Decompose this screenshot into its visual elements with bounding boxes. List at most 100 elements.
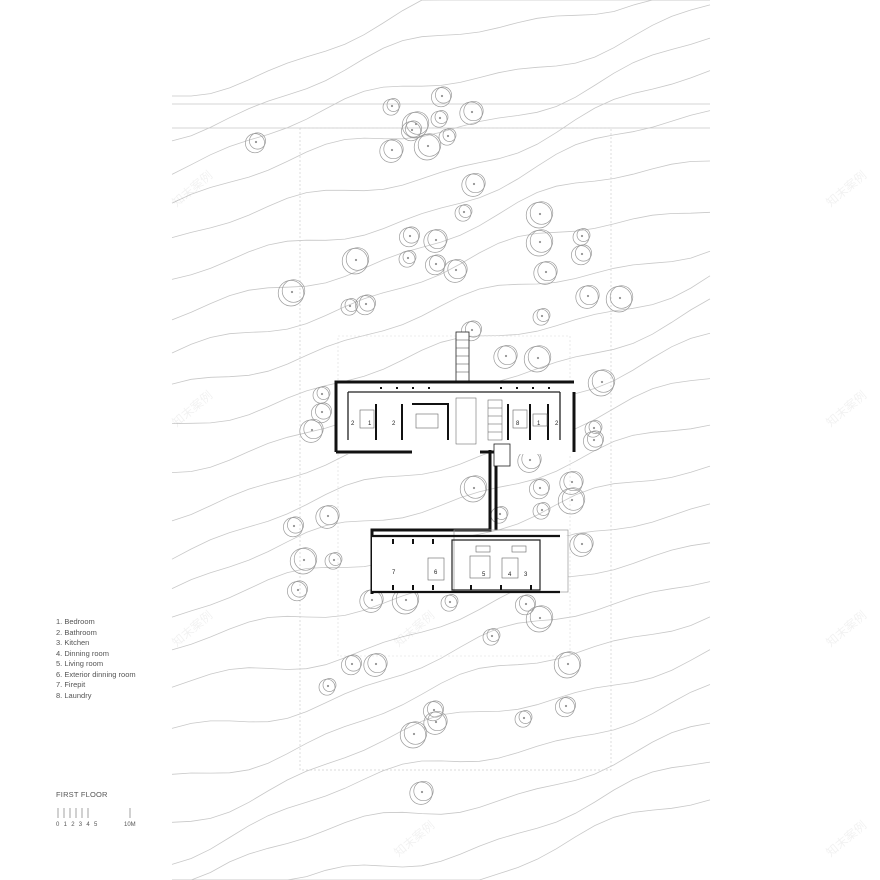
tree-canopy [447,258,468,280]
tree-canopy [588,420,603,434]
tree-canopy [249,132,266,150]
tree-canopy [459,476,487,503]
tree-canopy [536,308,551,322]
tree-trunk [538,212,542,216]
tree-canopy [523,346,551,373]
tree-canopy [345,247,370,271]
tree-canopy [277,280,305,307]
tree-trunk [326,684,330,688]
tree-trunk [302,558,306,562]
tree-canopy [575,285,599,309]
tree-canopy [402,250,417,264]
tree-canopy [345,654,362,672]
tree-canopy [559,696,576,714]
tree-canopy [557,488,585,515]
tree-trunk [434,262,438,266]
legend-item: 3. Kitchen [56,638,90,647]
contour-line [172,799,711,880]
tree-canopy [493,345,517,369]
contour-line [171,424,711,589]
tree-canopy [283,517,303,538]
contour-line [171,211,711,354]
tree-trunk [420,790,424,794]
tree-trunk [412,732,416,736]
tree-trunk [536,356,540,360]
tree-canopy [341,655,361,676]
tree-canopy [316,386,331,400]
tree-trunk [254,140,258,144]
svg-text:1: 1 [537,421,541,427]
tree-trunk [504,354,508,358]
tree-canopy [527,345,552,369]
svg-text:3: 3 [524,572,528,578]
tree-canopy [536,502,551,516]
tree-trunk [564,704,568,708]
tree-canopy [403,721,428,745]
tree-trunk [566,662,570,666]
tree-trunk [454,268,458,272]
tree-trunk [490,634,494,638]
tree-trunk [592,426,596,430]
tree-canopy [399,722,427,749]
tree-canopy [318,678,336,696]
tree-canopy [289,548,317,575]
tree-canopy [583,431,603,452]
tree-canopy [518,710,533,724]
tree-canopy [413,780,434,802]
tree-canopy [367,652,388,674]
tree-canopy [344,298,359,312]
tree-canopy [427,228,448,250]
tree-trunk [544,270,548,274]
contour-line [171,378,711,560]
contour-line [172,761,711,880]
tree-canopy [465,172,486,194]
tree-canopy [413,134,441,161]
tree-canopy [382,98,400,116]
tree-canopy [341,248,369,275]
contour-line [171,110,711,280]
tree-canopy [486,628,501,642]
svg-text:1: 1 [368,421,372,427]
svg-text:6: 6 [434,570,438,576]
tree-canopy [533,478,550,496]
tree-trunk [310,428,314,432]
svg-text:2: 2 [555,421,559,427]
scale-bar-numbers: 0 1 2 3 4 5 [56,822,99,828]
tree-canopy [555,697,575,718]
tree-canopy [429,254,446,272]
tree-trunk [332,558,336,562]
tree-trunk [354,258,358,262]
tree-canopy [409,781,433,805]
bedroom-wing-walls [334,380,576,454]
tree-canopy [609,285,634,309]
tree-canopy [529,229,554,253]
tree-canopy [245,133,265,154]
tree-trunk [408,234,412,238]
tree-trunk [540,508,544,512]
tree-canopy [461,173,485,197]
bedroom-wing [336,382,574,454]
tree-trunk [540,314,544,318]
tree-trunk [370,598,374,602]
tree-trunk [600,380,604,384]
tree-canopy [427,710,448,732]
tree-canopy [514,710,532,728]
tree-canopy [605,286,633,313]
tree-canopy [490,506,508,524]
tree-canopy [430,110,448,128]
tree-canopy [405,120,422,138]
tree-canopy [303,418,324,440]
tree-trunk [348,304,352,308]
tree-canopy [405,111,430,135]
tree-canopy [315,505,339,529]
tree-trunk [390,104,394,108]
legend-item: 6. Exterior dinning room [56,669,136,679]
tree-canopy [465,320,482,338]
tree-canopy [427,700,444,718]
tree-canopy [569,533,593,557]
tree-canopy [417,133,442,157]
contour-line [171,250,711,385]
tree-canopy [435,86,452,104]
tree-canopy [403,226,420,244]
